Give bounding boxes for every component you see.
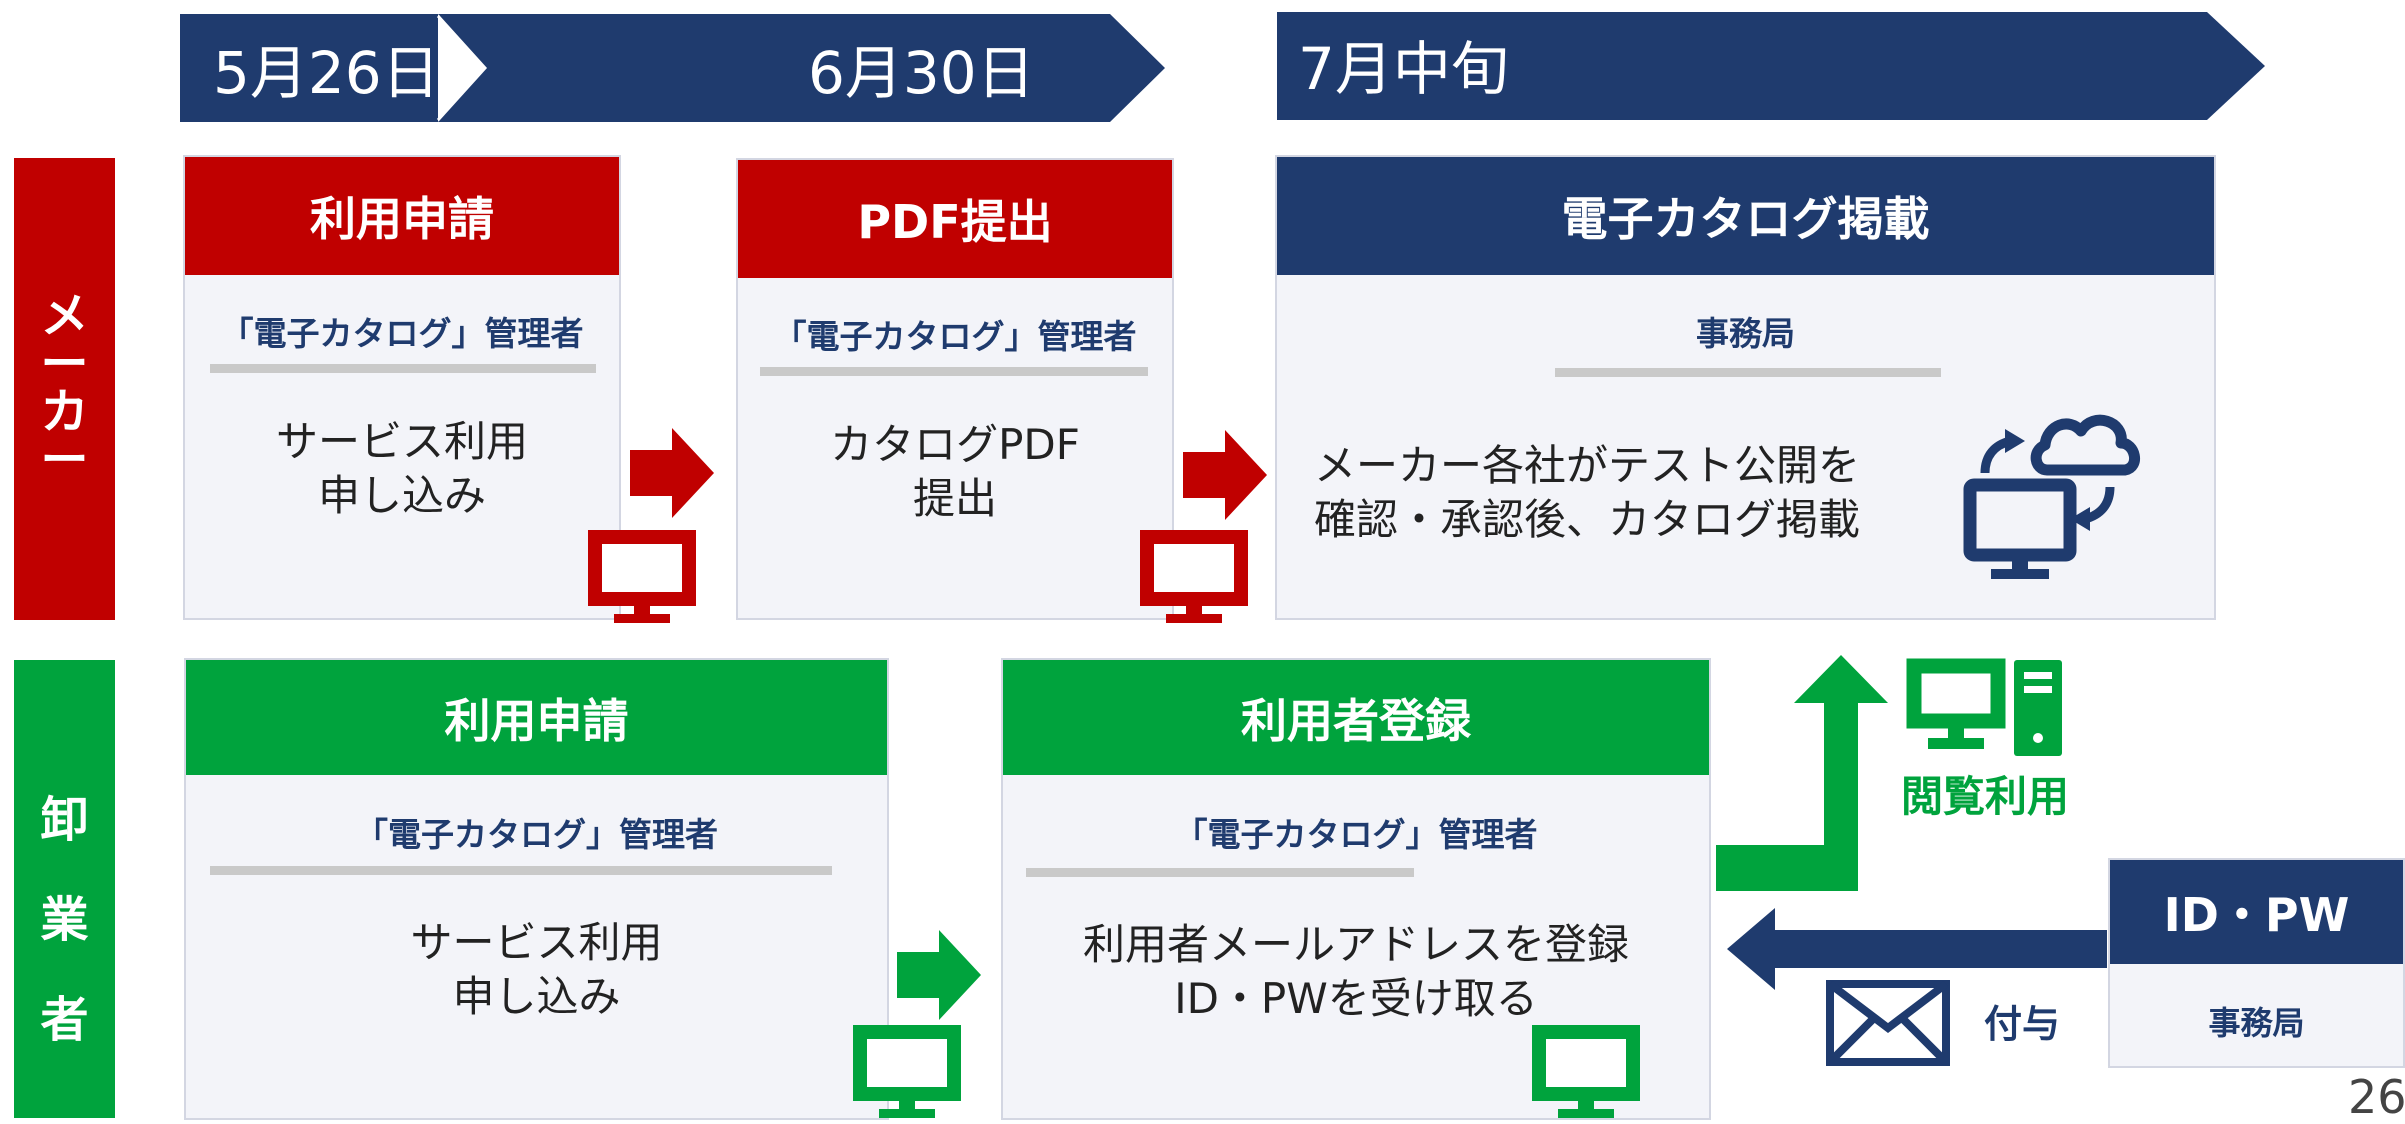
- idpw-title: ID・PW: [2110, 860, 2403, 964]
- divider: [210, 866, 832, 875]
- wholesaler-row-text: 卸 業 者: [40, 792, 89, 1048]
- timeline-date-mid: 6月30日: [808, 39, 1035, 107]
- divider: [1026, 868, 1414, 877]
- card-body: カタログPDF 提出: [830, 420, 1080, 523]
- card-role: 「電子カタログ」管理者: [355, 815, 718, 854]
- card-body: サービス利用 申し込み: [410, 918, 663, 1021]
- divider: [210, 364, 596, 373]
- card-title: 電子カタログ掲載: [1277, 157, 2214, 275]
- idpw-card: ID・PW 事務局: [2108, 858, 2405, 1068]
- computer-monitor-icon: [588, 530, 696, 623]
- timeline-date-end: 7月中旬: [1298, 35, 1509, 103]
- browse-label: 閲覧利用: [1901, 772, 2070, 821]
- browse-elbow-arrow: [1716, 655, 1888, 891]
- card-title: 利用者登録: [1003, 660, 1709, 775]
- maker-card-catalog-publish: 電子カタログ掲載 事務局 メーカー各社がテスト公開を 確認・承認後、カタログ掲載: [1275, 155, 2216, 620]
- right-arrow-icon: [897, 930, 981, 1020]
- card-role: 「電子カタログ」管理者: [220, 314, 584, 353]
- left-arrow: [1727, 908, 2107, 990]
- cloud-sync-icon: [1963, 414, 2140, 579]
- computer-monitor-icon: [1532, 1025, 1640, 1118]
- maker-card-pdf-submit: PDF提出 「電子カタログ」管理者 カタログPDF 提出: [736, 158, 1174, 620]
- idpw-role: 事務局: [2208, 1004, 2305, 1042]
- issue-label: 付与: [1984, 1002, 2061, 1046]
- divider: [1555, 368, 1941, 377]
- right-arrow-icon: [1183, 430, 1267, 520]
- computer-monitor-icon: [853, 1025, 961, 1118]
- desktop-tower-icon: [1906, 658, 2062, 756]
- card-title: PDF提出: [738, 160, 1172, 278]
- card-role: 「電子カタログ」管理者: [773, 317, 1137, 356]
- wholesaler-card-user-registration: 利用者登録 「電子カタログ」管理者 利用者メールアドレスを登録 ID・PWを受け…: [1001, 658, 1711, 1120]
- timeline-banner-2: [1277, 12, 2265, 120]
- page-number: 26: [2348, 1070, 2405, 1124]
- card-title: 利用申請: [185, 157, 619, 275]
- maker-card-application: 利用申請 「電子カタログ」管理者 サービス利用 申し込み: [183, 155, 621, 620]
- card-body: メーカー各社がテスト公開を 確認・承認後、カタログ掲載: [1313, 441, 1860, 544]
- maker-row-label: [14, 158, 115, 620]
- wholesaler-row-label: [14, 660, 115, 1118]
- envelope-icon: [1826, 980, 1950, 1066]
- card-body: サービス利用 申し込み: [275, 417, 528, 520]
- card-role: 事務局: [1696, 314, 1795, 353]
- maker-row-text: メ ー カ ー: [40, 288, 89, 488]
- wholesaler-card-application: 利用申請 「電子カタログ」管理者 サービス利用 申し込み: [184, 658, 889, 1120]
- timeline-banner-1: [180, 14, 1165, 122]
- computer-monitor-icon: [1140, 530, 1248, 623]
- divider: [760, 367, 1148, 376]
- right-arrow-icon: [630, 428, 714, 518]
- card-role: 「電子カタログ」管理者: [1174, 815, 1538, 854]
- card-title: 利用申請: [186, 660, 887, 775]
- card-body: 利用者メールアドレスを登録 ID・PWを受け取る: [1082, 920, 1629, 1023]
- timeline-date-start: 5月26日: [213, 39, 440, 107]
